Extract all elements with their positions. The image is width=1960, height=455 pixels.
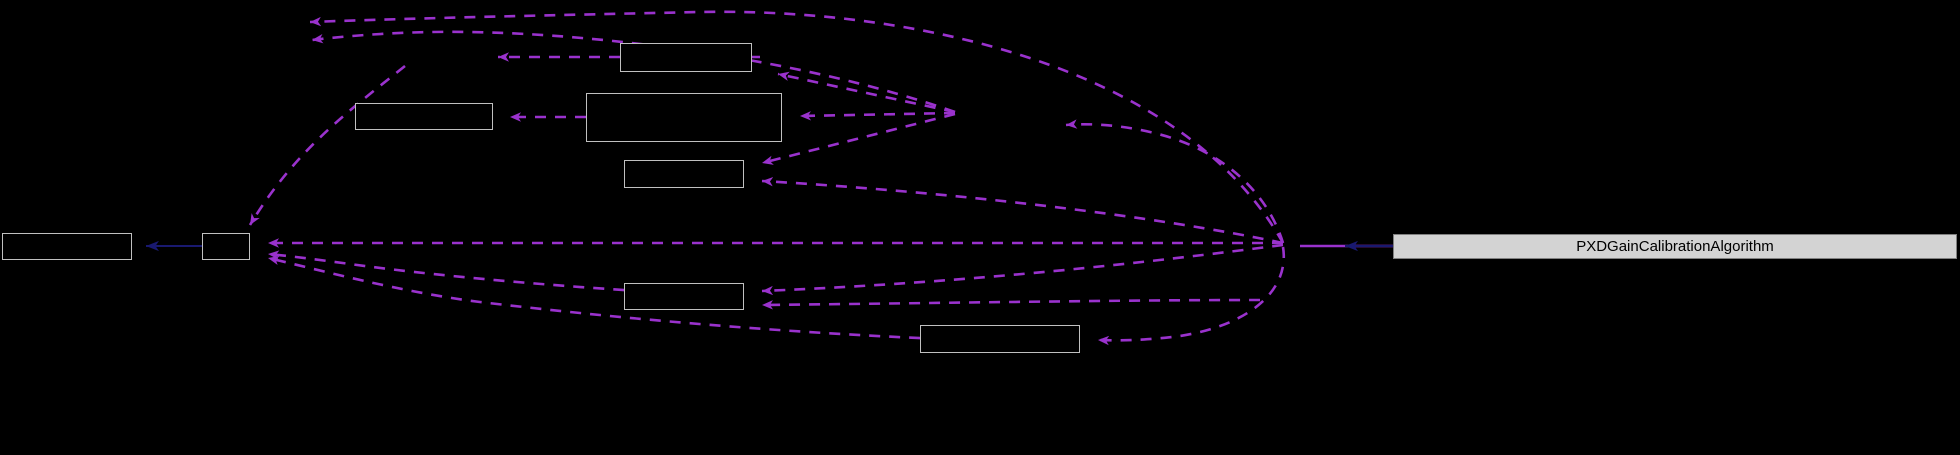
graph-node-n2[interactable] — [202, 233, 250, 260]
graph-node-n3[interactable] — [355, 103, 493, 130]
edge-usage-hub-n6b — [761, 176, 1284, 245]
edge-usage-hub-n8 — [1097, 246, 1286, 346]
graph-node-label: PXDGainCalibrationAlgorithm — [1576, 238, 1774, 255]
edge-usage-curve-n2 — [248, 64, 406, 226]
edge-usage-hub-n7a — [761, 243, 1284, 296]
edge-usage-hub-n6a — [761, 112, 956, 165]
edge-usage-hub-n7b — [761, 298, 1261, 310]
graph-node-n4[interactable] — [620, 43, 752, 72]
edge-usage-hub-upper-right — [1065, 119, 1285, 244]
edge-usage-hub-n4 — [777, 71, 956, 114]
graph-node-n6[interactable] — [624, 160, 744, 188]
graph-node-n1[interactable] — [2, 233, 132, 260]
edge-usage-hub-n5 — [799, 111, 956, 121]
usage-edges — [248, 10, 1393, 346]
graph-node-n8[interactable] — [920, 325, 1080, 353]
graph-node-pxdgaincalibrationalgorithm[interactable]: PXDGainCalibrationAlgorithm — [1393, 234, 1957, 259]
graph-node-n5[interactable] — [586, 93, 782, 142]
graph-node-n7[interactable] — [624, 283, 744, 310]
